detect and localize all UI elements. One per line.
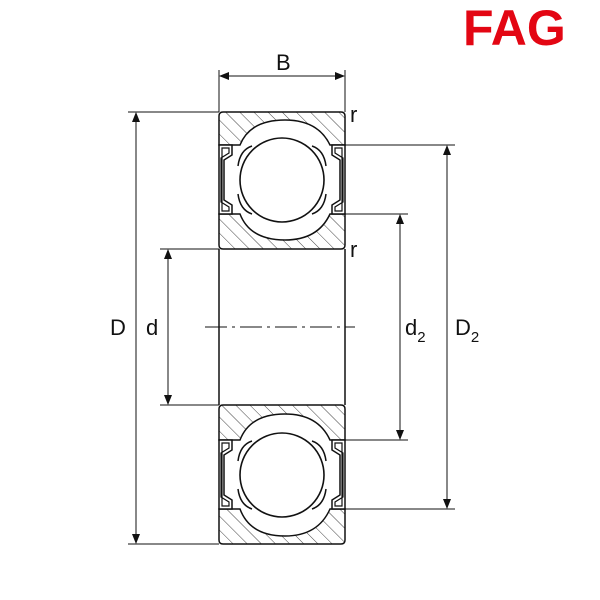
label-bore-d: d bbox=[146, 315, 158, 340]
upper-ball bbox=[239, 137, 325, 223]
dimension-d2: d2 bbox=[345, 213, 426, 441]
label-outer-d: D bbox=[110, 315, 126, 340]
dimension-outer-d: D bbox=[110, 111, 219, 545]
label-b: B bbox=[276, 50, 291, 75]
label-radius-top: r bbox=[350, 102, 357, 127]
label-outer-d2: D2 bbox=[455, 315, 479, 346]
upper-cage bbox=[237, 145, 327, 215]
label-d2: d2 bbox=[405, 315, 426, 346]
label-radius-inner: r bbox=[350, 237, 357, 262]
upper-section bbox=[218, 111, 346, 250]
dimension-outer-d2: D2 bbox=[345, 144, 479, 510]
dimension-b: B bbox=[218, 50, 346, 112]
upper-inner-ring bbox=[218, 213, 346, 250]
lower-ball bbox=[239, 432, 325, 518]
fag-logo: FAG bbox=[463, 0, 566, 56]
lower-outer-ring bbox=[218, 508, 346, 545]
dimension-bore-d: d bbox=[146, 248, 219, 406]
lower-cage bbox=[237, 440, 327, 510]
lower-section bbox=[218, 404, 346, 545]
